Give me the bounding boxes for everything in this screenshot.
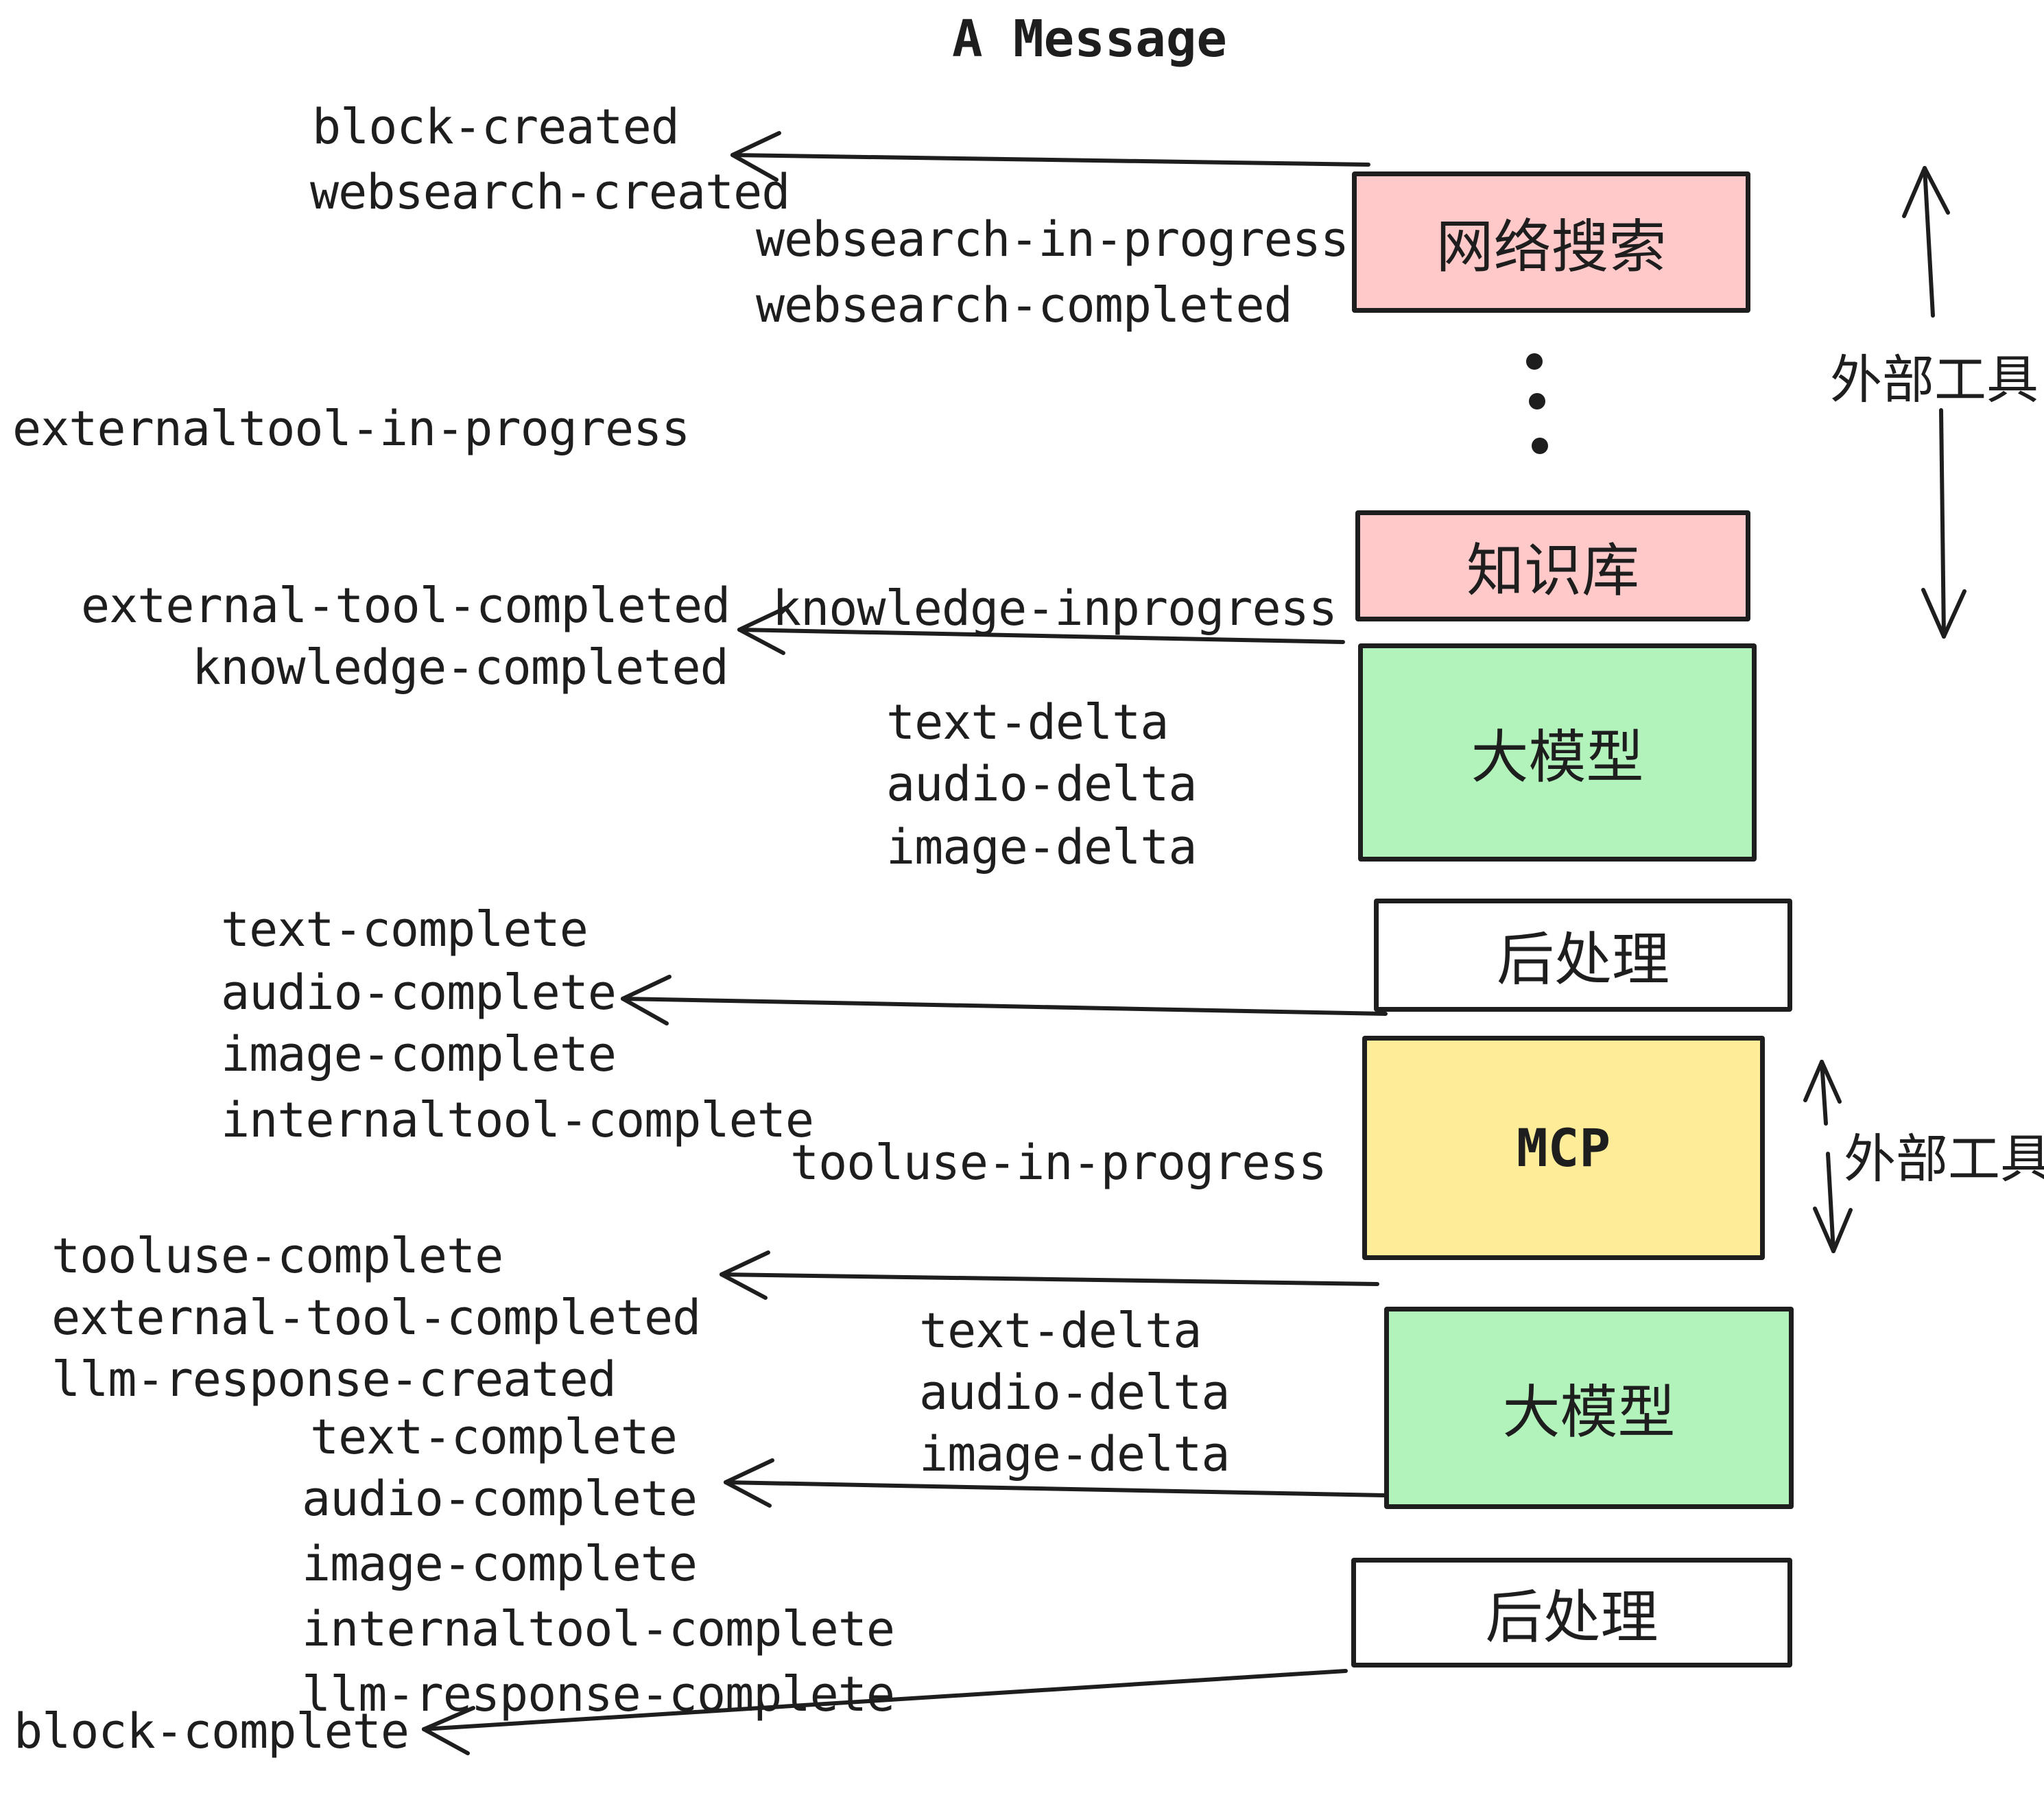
arrow-to-tooluse-complete bbox=[720, 1250, 1379, 1300]
event-externaltool-in-progress: externaltool-in-progress bbox=[12, 401, 690, 457]
event-audio-delta-2: audio-delta bbox=[919, 1364, 1231, 1421]
box-llm-first: 大模型 bbox=[1358, 643, 1757, 862]
event-audio-delta-1: audio-delta bbox=[886, 756, 1198, 812]
box-mcp: MCP bbox=[1362, 1036, 1765, 1260]
box-llm-first-label: 大模型 bbox=[1471, 724, 1644, 790]
box-websearch-label: 网络搜索 bbox=[1436, 214, 1667, 279]
arrow-to-block-complete bbox=[422, 1669, 1348, 1755]
arrow-to-audio-complete bbox=[724, 1458, 1386, 1508]
event-image-delta-2: image-delta bbox=[919, 1426, 1231, 1482]
arrow-to-knowledge-completed bbox=[737, 606, 1345, 655]
event-text-delta-1: text-delta bbox=[886, 694, 1169, 750]
arrow-to-block-created bbox=[730, 131, 1370, 182]
box-llm-second-label: 大模型 bbox=[1502, 1380, 1676, 1445]
event-audio-complete-2: audio-complete bbox=[302, 1471, 698, 1527]
event-image-delta-1: image-delta bbox=[886, 819, 1198, 875]
event-llm-response-complete: llm-response-complete bbox=[302, 1666, 895, 1722]
event-tooluse-in-progress: tooluse-in-progress bbox=[790, 1135, 1327, 1191]
event-tooluse-complete: tooluse-complete bbox=[51, 1228, 503, 1284]
external-tools-label-top: 外部工具 bbox=[1830, 351, 2039, 410]
box-llm-second: 大模型 bbox=[1384, 1307, 1794, 1509]
event-llm-response-created: llm-response-created bbox=[51, 1351, 617, 1408]
box-postprocess-first: 后处理 bbox=[1374, 899, 1792, 1012]
box-knowledge-base: 知识库 bbox=[1355, 510, 1750, 621]
event-knowledge-completed: knowledge-completed bbox=[192, 639, 729, 696]
box-postprocess-second: 后处理 bbox=[1351, 1558, 1792, 1667]
arrow-to-image-complete bbox=[621, 975, 1388, 1025]
box-websearch: 网络搜索 bbox=[1352, 171, 1750, 313]
external-tools-down-arrow bbox=[1921, 408, 1966, 639]
event-websearch-created: websearch-created bbox=[310, 164, 790, 220]
event-block-complete: block-complete bbox=[14, 1703, 409, 1759]
box-knowledge-base-label: 知识库 bbox=[1466, 538, 1639, 603]
box-postprocess-first-label: 后处理 bbox=[1496, 927, 1669, 992]
box-postprocess-second-label: 后处理 bbox=[1485, 1585, 1659, 1650]
event-external-tool-completed-1: external-tool-completed bbox=[81, 578, 730, 634]
event-text-complete-1: text-complete bbox=[221, 901, 589, 958]
external-tools-up-arrow bbox=[1902, 166, 1950, 318]
box-mcp-label: MCP bbox=[1516, 1117, 1611, 1178]
mcp-external-tools-down-arrow bbox=[1813, 1152, 1853, 1253]
mcp-external-tools-up-arrow bbox=[1803, 1060, 1842, 1126]
event-text-delta-2: text-delta bbox=[919, 1303, 1202, 1359]
event-internaltool-complete-1: internaltool-complete bbox=[221, 1092, 814, 1148]
event-websearch-completed: websearch-completed bbox=[756, 277, 1293, 333]
event-websearch-in-progress: websearch-in-progress bbox=[756, 211, 1349, 268]
event-image-complete-1: image-complete bbox=[221, 1026, 617, 1082]
event-text-complete-2: text-complete bbox=[310, 1409, 678, 1465]
vertical-ellipsis bbox=[1526, 353, 1548, 454]
event-internaltool-complete-2: internaltool-complete bbox=[302, 1601, 895, 1657]
event-audio-complete-1: audio-complete bbox=[221, 964, 617, 1021]
event-block-created: block-created bbox=[312, 99, 680, 155]
external-tools-label-mcp: 外部工具 bbox=[1844, 1130, 2044, 1189]
event-image-complete-2: image-complete bbox=[302, 1536, 698, 1592]
event-knowledge-inprogress: knowledge-inprogress bbox=[772, 580, 1338, 637]
diagram-title: A Message bbox=[952, 10, 1227, 69]
event-external-tool-completed-2: external-tool-completed bbox=[51, 1290, 701, 1346]
